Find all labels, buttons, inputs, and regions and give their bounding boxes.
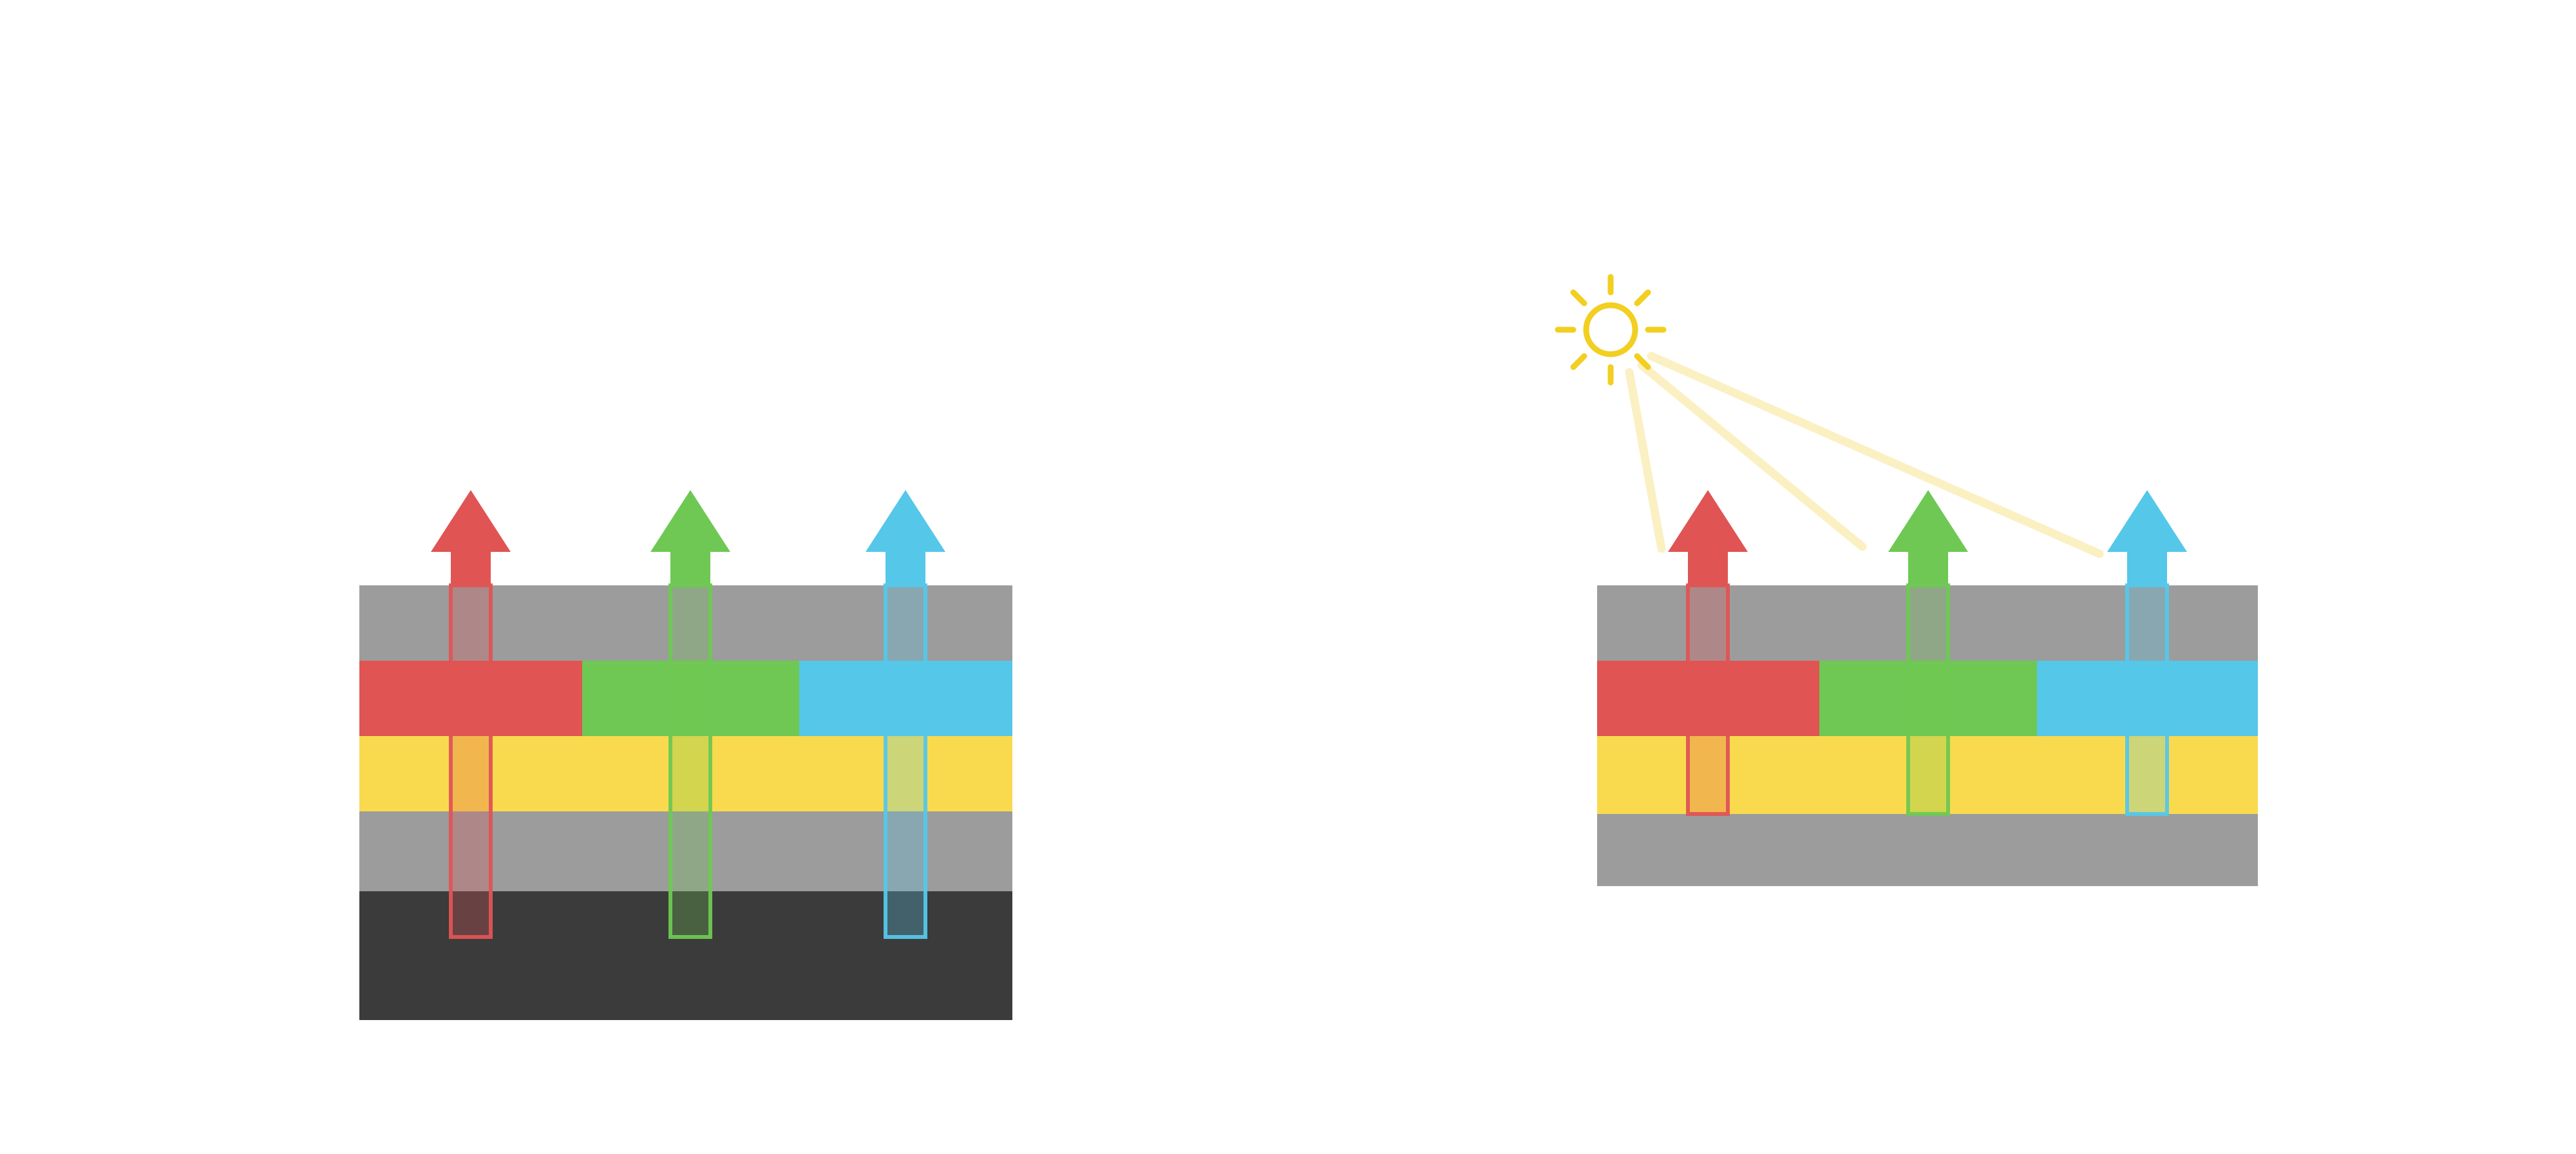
- right-red-light-arrow: [1668, 490, 1748, 816]
- left-red-filter-segment: [359, 661, 582, 736]
- green-arrow-head: [650, 490, 730, 585]
- sun-ray: [1625, 368, 1666, 553]
- red-arrow-shaft: [449, 583, 493, 939]
- right-red-filter-segment: [1597, 661, 1819, 736]
- red-arrow-head: [1668, 490, 1748, 585]
- green-arrow-shaft: [668, 583, 712, 939]
- left-cyan-light-arrow: [866, 490, 945, 939]
- left-yellow-layer: [359, 736, 1012, 811]
- panel-sunlit-stack: [1555, 274, 2258, 886]
- left-bottom-gray-layer: [359, 811, 1012, 891]
- red-arrow-shaft: [1686, 583, 1730, 816]
- red-arrow-head: [431, 490, 511, 585]
- right-cyan-light-arrow: [2107, 490, 2187, 816]
- right-yellow-layer: [1597, 736, 2258, 814]
- sun-circle: [1583, 302, 1638, 357]
- green-arrow-head: [1888, 490, 1968, 585]
- right-cyan-filter-segment: [2037, 661, 2258, 736]
- sun-ray: [1637, 361, 1867, 551]
- right-green-filter-segment: [1819, 661, 2037, 736]
- sun-tick: [1570, 289, 1587, 307]
- cyan-arrow-head: [866, 490, 945, 585]
- cyan-arrow-shaft: [884, 583, 927, 939]
- left-top-gray-layer: [359, 585, 1012, 661]
- left-green-light-arrow: [650, 490, 730, 939]
- cyan-arrow-shaft: [2125, 583, 2169, 816]
- sun-ray: [1647, 352, 2104, 558]
- sun-tick: [1570, 353, 1587, 370]
- sun-icon: [1555, 274, 1667, 386]
- right-top-gray-layer: [1597, 585, 2258, 661]
- panel-backlit-stack: [359, 490, 1012, 1020]
- left-red-light-arrow: [431, 490, 511, 939]
- cyan-arrow-head: [2107, 490, 2187, 585]
- left-backlight-dark-layer: [359, 891, 1012, 1020]
- right-bottom-gray-layer: [1597, 814, 2258, 886]
- left-green-filter-segment: [582, 661, 799, 736]
- left-cyan-filter-segment: [799, 661, 1012, 736]
- right-green-light-arrow: [1888, 490, 1968, 816]
- sun-tick: [1634, 289, 1651, 307]
- sun-tick: [1634, 353, 1651, 370]
- sun-rays: [1625, 352, 2104, 558]
- green-arrow-shaft: [1906, 583, 1950, 816]
